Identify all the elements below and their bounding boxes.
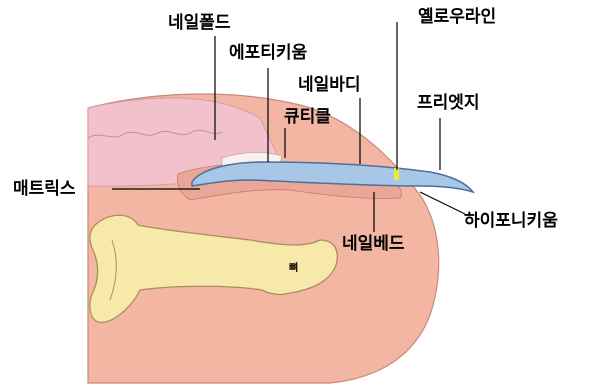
label-free-edge: 프리엣지 (417, 93, 480, 113)
label-nail-bed: 네일베드 (342, 234, 405, 254)
label-nail-fold: 네일폴드 (168, 13, 231, 33)
label-matrix: 매트릭스 (13, 179, 76, 199)
label-nail-body: 네일바디 (298, 75, 361, 95)
label-eponychium: 에포티키움 (229, 43, 308, 63)
label-hyponychium: 하이포니키움 (464, 211, 558, 231)
label-yellow-line: 옐로우라인 (418, 7, 496, 27)
label-cuticle: 큐티클 (284, 107, 331, 127)
label-bone: 뼈 (289, 261, 298, 274)
